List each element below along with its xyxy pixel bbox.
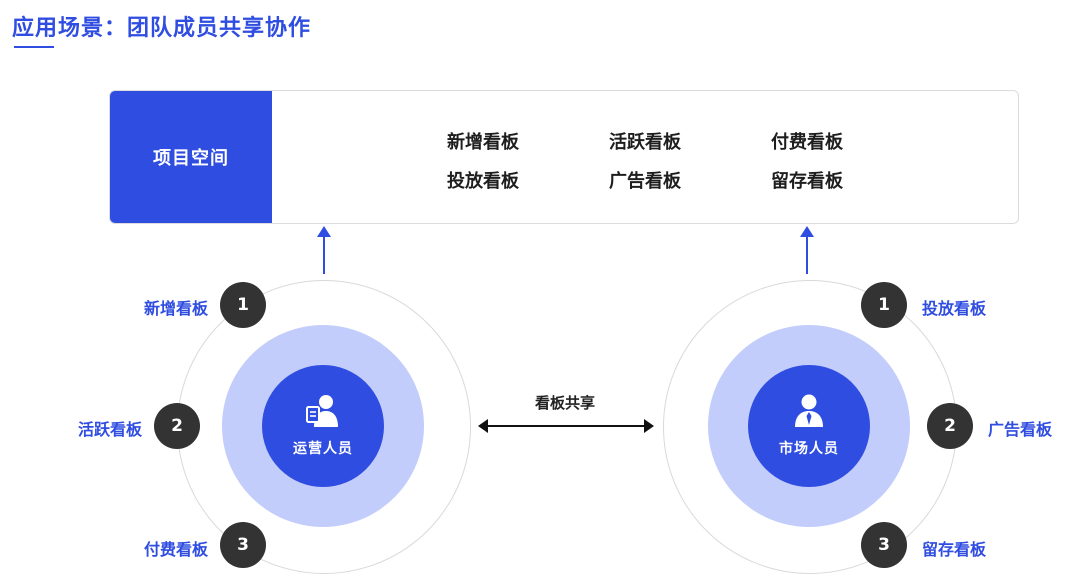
board-active: 活跃看板 [609,132,681,153]
operator-node: 运营人员 [262,365,384,487]
right-up-arrow [800,226,814,274]
marketer-label: 市场人员 [779,441,839,457]
board-paid: 付费看板 [771,132,843,153]
left-item-label-3: 付费看板 [143,540,208,559]
right-item-label-3: 留存看板 [922,540,987,559]
left-badge-2: 2 [154,403,200,449]
board-retention: 留存看板 [771,171,843,192]
left-item-label-2: 活跃看板 [77,420,142,439]
right-badge-2: 2 [927,403,973,449]
share-label: 看板共享 [534,394,595,412]
operator-label: 运营人员 [293,441,353,457]
board-new: 新增看板 [447,132,519,153]
operator-icon [306,395,338,427]
right-item-label-1: 投放看板 [922,299,987,318]
right-badge-1: 1 [861,282,907,328]
board-ads-delivery: 投放看板 [447,171,519,192]
project-space-header: 项目空间 [110,91,272,223]
left-item-label-1: 新增看板 [143,299,208,318]
left-badge-3: 3 [220,522,266,568]
marketer-icon [795,394,823,427]
right-badge-3: 3 [861,522,907,568]
right-item-label-2: 广告看板 [988,420,1053,439]
left-badge-1: 1 [220,282,266,328]
left-up-arrow [317,226,331,274]
project-space-panel: 项目空间 新增看板 活跃看板 付费看板 投放看板 广告看板 留存看板 [109,90,1019,224]
board-advertising: 广告看板 [609,171,681,192]
page-title: 应用场景：团队成员共享协作 [12,16,312,41]
marketer-node: 市场人员 [748,365,870,487]
share-double-arrow [478,419,654,433]
title-underline [14,46,54,48]
